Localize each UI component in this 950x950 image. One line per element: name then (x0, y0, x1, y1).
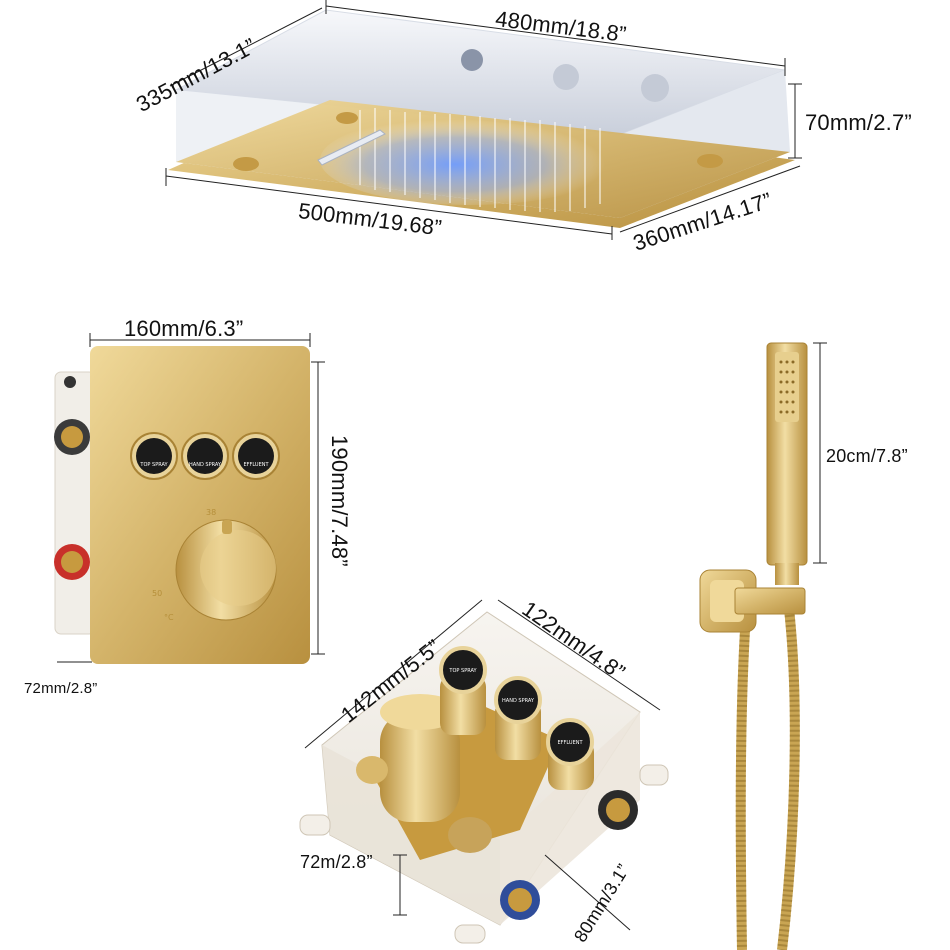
panel-width-label: 160mm/6.3” (124, 316, 244, 341)
panel-button-hand-spray: HAND SPRAY (181, 432, 229, 480)
concealed-valve-box: TOP SPRAY HAND SPRAY EFFLUENT (299, 611, 669, 944)
svg-text:EFFLUENT: EFFLUENT (243, 462, 269, 468)
panel-depth-label: 72mm/2.8” (24, 680, 98, 697)
valve-box-dimension-lines (304, 599, 661, 931)
svg-text:38: 38 (206, 508, 216, 517)
svg-text:TOP SPRAY: TOP SPRAY (448, 668, 477, 674)
hand-shower-dimension-lines (813, 342, 827, 564)
svg-text:TOP SPRAY: TOP SPRAY (139, 462, 168, 468)
svg-text:50: 50 (152, 589, 162, 598)
hand-shower-length-label: 20cm/7.8” (826, 446, 908, 466)
rain-shower-head (168, 9, 795, 228)
rain-head-dimension-lines (165, 0, 802, 240)
svg-text:HAND SPRAY: HAND SPRAY (502, 698, 535, 704)
hand-shower (699, 342, 808, 950)
panel-button-effluent: EFFLUENT (232, 432, 280, 480)
valve-box-height-label: 72m/2.8” (300, 852, 373, 872)
panel-dimension-lines (57, 333, 325, 663)
svg-text:HAND SPRAY: HAND SPRAY (189, 462, 222, 468)
panel-button-top-spray: TOP SPRAY (130, 432, 178, 480)
thermostatic-control-panel: TOP SPRAY HAND SPRAY EFFLUENT 38 50 °C (54, 346, 310, 664)
svg-text:°C: °C (164, 613, 174, 622)
svg-text:EFFLUENT: EFFLUENT (557, 740, 583, 746)
panel-height-label: 190mm/7.48” (327, 435, 352, 567)
rain-head-height-label: 70mm/2.7” (805, 110, 912, 135)
